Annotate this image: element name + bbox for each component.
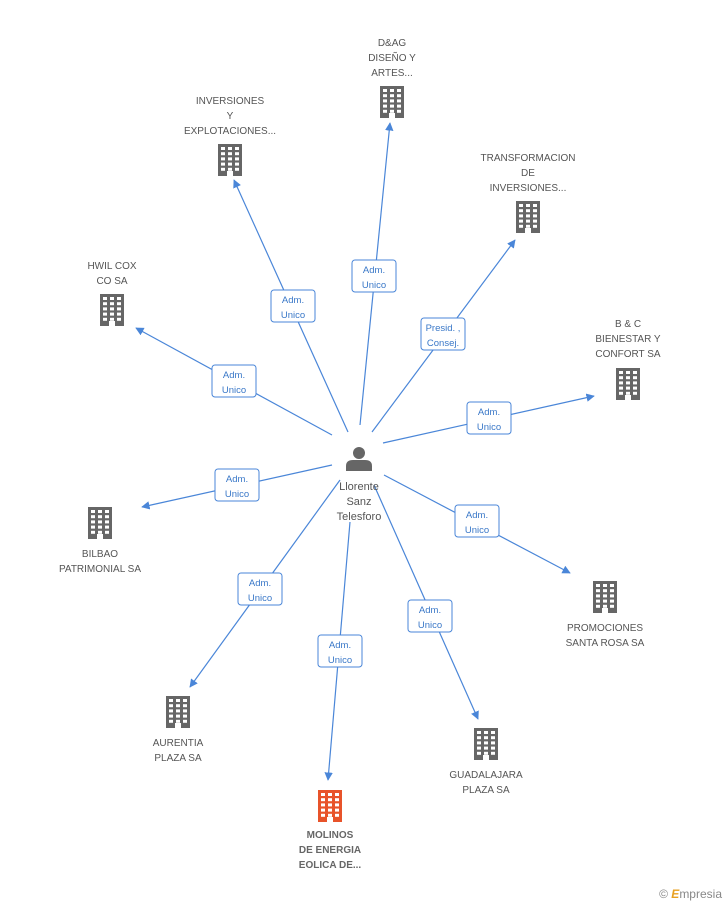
role-text: Unico bbox=[465, 525, 489, 536]
company-label: GUADALAJARA bbox=[449, 770, 523, 781]
company-node-inversiones[interactable]: INVERSIONES Y EXPLOTACIONES... bbox=[184, 96, 276, 176]
role-badge-promociones[interactable]: Adm. Unico bbox=[454, 504, 500, 538]
company-label: TRANSFORMACION bbox=[481, 153, 576, 164]
company-label: AURENTIA bbox=[153, 738, 204, 749]
company-node-molinos[interactable]: MOLINOS DE ENERGIA EOLICA DE... bbox=[299, 790, 362, 871]
building-icon bbox=[318, 790, 342, 822]
role-text: Unico bbox=[225, 489, 249, 500]
building-icon bbox=[593, 581, 617, 613]
company-label: B & C bbox=[615, 319, 641, 330]
company-label: HWIL COX bbox=[87, 261, 136, 272]
role-text: Presid. , bbox=[426, 323, 461, 334]
role-badge-inversiones[interactable]: Adm. Unico bbox=[270, 289, 316, 323]
role-text: Adm. bbox=[466, 510, 488, 521]
company-node-transformacion[interactable]: TRANSFORMACION DE INVERSIONES... bbox=[481, 153, 576, 233]
role-text: Consej. bbox=[427, 338, 459, 349]
copyright-symbol: © bbox=[659, 887, 668, 901]
company-node-hwil[interactable]: HWIL COX CO SA bbox=[87, 261, 137, 326]
building-icon bbox=[474, 728, 498, 760]
role-text: Adm. bbox=[478, 407, 500, 418]
role-badge-bilbao[interactable]: Adm. Unico bbox=[214, 468, 260, 502]
company-label: EXPLOTACIONES... bbox=[184, 126, 276, 137]
company-label: INVERSIONES... bbox=[490, 183, 567, 194]
role-text: Adm. bbox=[282, 295, 304, 306]
company-node-bilbao[interactable]: BILBAO PATRIMONIAL SA bbox=[59, 507, 141, 575]
building-icon bbox=[616, 368, 640, 400]
role-text: Unico bbox=[362, 280, 386, 291]
brand-name: mpresia bbox=[679, 887, 722, 901]
role-text: Adm. bbox=[249, 578, 271, 589]
person-name-line: Llorente bbox=[339, 481, 379, 493]
role-text: Adm. bbox=[363, 265, 385, 276]
company-label: PROMOCIONES bbox=[567, 623, 643, 634]
empresia-watermark: © Empresia bbox=[659, 887, 722, 901]
company-label: SANTA ROSA SA bbox=[566, 638, 645, 649]
role-text: Unico bbox=[248, 593, 272, 604]
person-name-line: Telesforo bbox=[337, 511, 382, 523]
role-text: Unico bbox=[222, 385, 246, 396]
company-node-bc[interactable]: B & C BIENESTAR Y CONFORT SA bbox=[595, 319, 661, 400]
company-label: PLAZA SA bbox=[154, 753, 202, 764]
role-text: Unico bbox=[281, 310, 305, 321]
company-node-guadalajara[interactable]: GUADALAJARA PLAZA SA bbox=[449, 728, 523, 796]
role-text: Adm. bbox=[329, 640, 351, 651]
company-label: D&AG bbox=[378, 38, 407, 49]
company-label: INVERSIONES bbox=[196, 96, 265, 107]
company-label: DISEÑO Y bbox=[368, 51, 416, 64]
company-label: ARTES... bbox=[371, 68, 413, 79]
role-badge-hwil[interactable]: Adm. Unico bbox=[211, 364, 257, 398]
company-label: Y bbox=[227, 111, 234, 122]
role-badge-guadalajara[interactable]: Adm. Unico bbox=[407, 599, 453, 633]
role-badge-transformacion[interactable]: Presid. , Consej. bbox=[420, 317, 466, 351]
company-label: MOLINOS bbox=[307, 830, 354, 841]
role-badge-aurentia[interactable]: Adm. Unico bbox=[237, 572, 283, 606]
building-icon bbox=[516, 201, 540, 233]
company-label: BILBAO bbox=[82, 549, 118, 560]
person-icon bbox=[346, 447, 372, 471]
role-badge-molinos[interactable]: Adm. Unico bbox=[317, 634, 363, 668]
company-label: BIENESTAR Y bbox=[595, 334, 661, 345]
company-label: EOLICA DE... bbox=[299, 860, 362, 871]
role-badge-dag[interactable]: Adm. Unico bbox=[351, 259, 397, 293]
role-text: Adm. bbox=[226, 474, 248, 485]
role-text: Unico bbox=[328, 655, 352, 666]
company-label: PLAZA SA bbox=[462, 785, 510, 796]
building-icon bbox=[88, 507, 112, 539]
brand-initial: E bbox=[671, 887, 680, 901]
company-node-dag[interactable]: D&AG DISEÑO Y ARTES... bbox=[368, 38, 416, 118]
company-label: CONFORT SA bbox=[595, 349, 661, 360]
company-label: DE bbox=[521, 168, 535, 179]
building-icon bbox=[380, 86, 404, 118]
building-icon bbox=[218, 144, 242, 176]
role-badge-bc[interactable]: Adm. Unico bbox=[466, 401, 512, 435]
building-icon bbox=[166, 696, 190, 728]
company-node-aurentia[interactable]: AURENTIA PLAZA SA bbox=[153, 696, 204, 764]
company-label: PATRIMONIAL SA bbox=[59, 564, 141, 575]
company-label: CO SA bbox=[96, 276, 127, 287]
building-icon bbox=[100, 294, 124, 326]
role-text: Adm. bbox=[419, 605, 441, 616]
role-text: Unico bbox=[477, 422, 501, 433]
company-label: DE ENERGIA bbox=[299, 845, 361, 856]
person-name-line: Sanz bbox=[346, 496, 371, 508]
role-text: Adm. bbox=[223, 370, 245, 381]
company-node-promociones[interactable]: PROMOCIONES SANTA ROSA SA bbox=[566, 581, 645, 649]
role-text: Unico bbox=[418, 620, 442, 631]
